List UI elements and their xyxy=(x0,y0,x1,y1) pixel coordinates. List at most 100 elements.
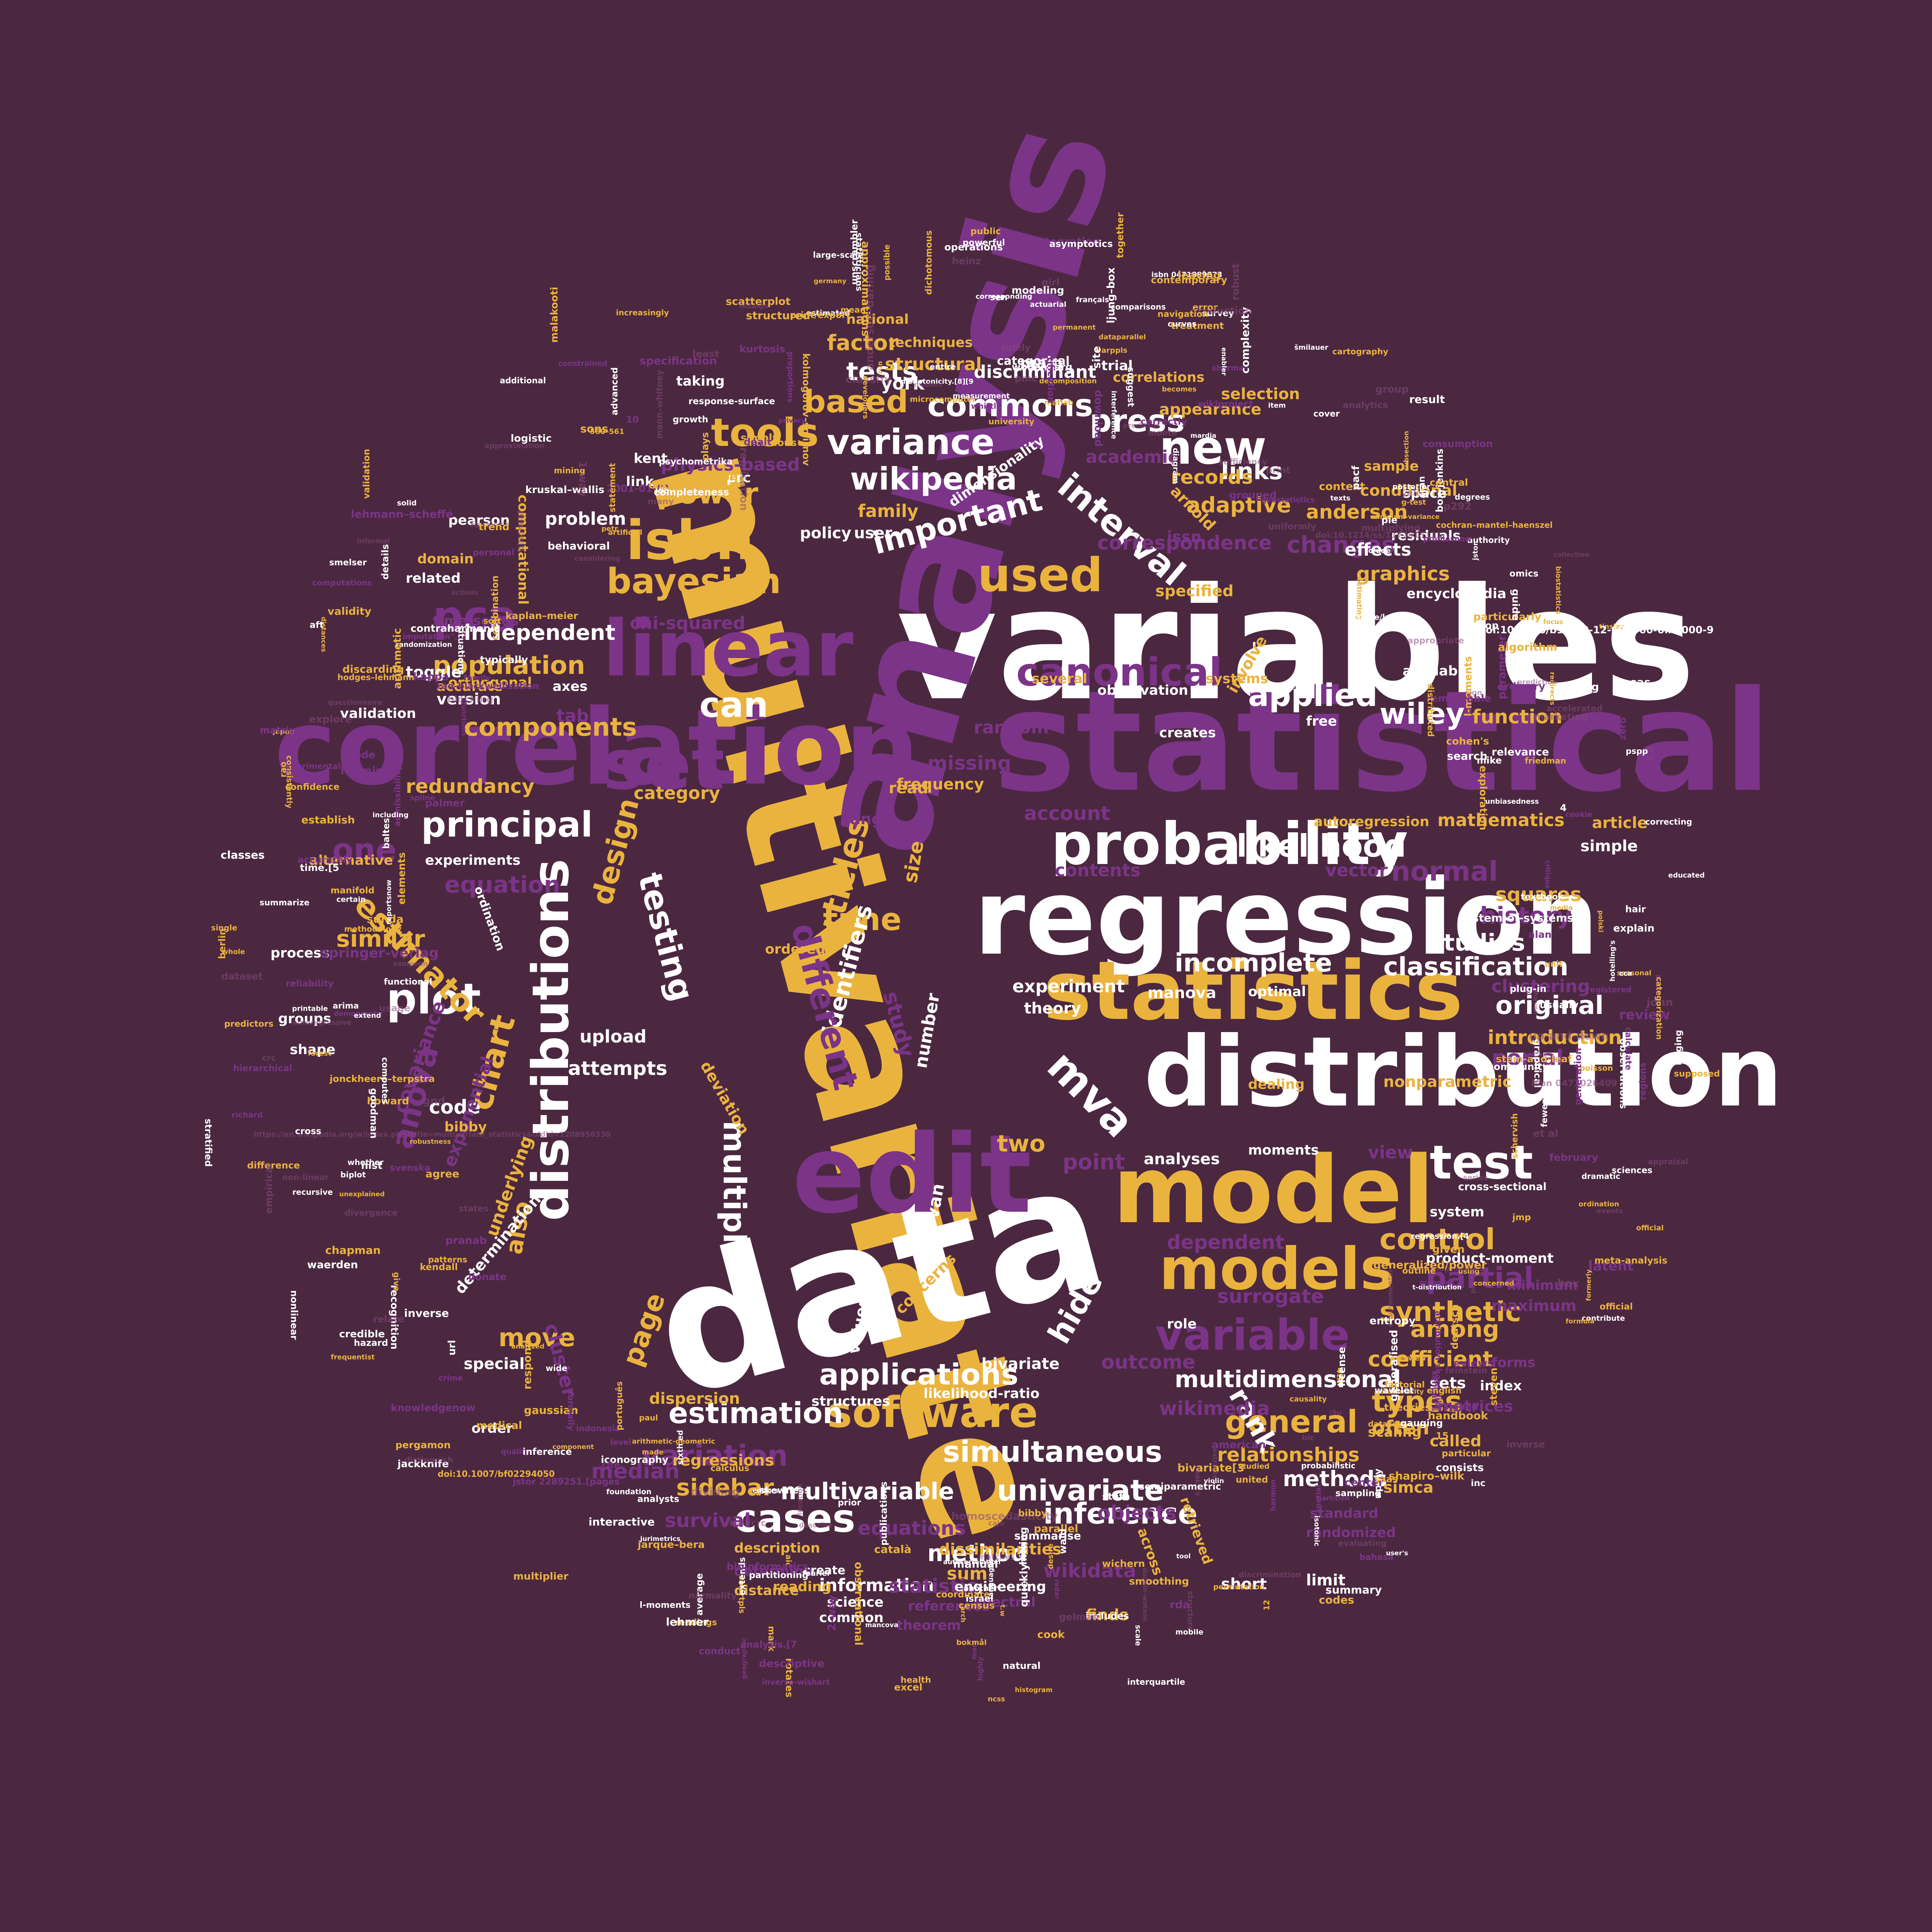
word-small: url xyxy=(446,1340,458,1356)
word-isbn: isbn xyxy=(626,509,754,572)
word-equation: equation xyxy=(444,871,561,898)
word-small: american xyxy=(1211,1439,1266,1451)
word-small: bibby xyxy=(1018,1508,1048,1519)
word-commons: commons xyxy=(927,388,1093,423)
word-small: doi:10.1214/ss/1177013111 xyxy=(1315,530,1442,540)
word-small: simply xyxy=(740,432,779,444)
word-small: cross-sectional xyxy=(1458,1181,1547,1193)
word-small: curves xyxy=(1167,319,1197,329)
word-changes: changes xyxy=(1287,531,1395,558)
word-small: medical xyxy=(476,1419,522,1432)
word-original: original xyxy=(1495,991,1604,1020)
word-small: hotelling's xyxy=(1609,940,1617,982)
word-systems: systems xyxy=(1206,671,1269,687)
word-small: languages xyxy=(987,1558,995,1599)
word-small: mobile xyxy=(1175,1628,1204,1637)
word-family: family xyxy=(858,501,919,521)
word-small: events xyxy=(1596,1207,1623,1216)
word-small: sampling xyxy=(1335,1488,1381,1498)
word-product-moment: product-moment xyxy=(1426,1251,1554,1266)
word-common: common xyxy=(819,1610,884,1626)
word-small: partition xyxy=(1317,1495,1350,1503)
word-small: codes xyxy=(1319,1594,1354,1607)
word-time: time xyxy=(823,901,902,937)
word-surrogate: surrogate xyxy=(1217,1285,1324,1308)
word-small: united xyxy=(1235,1475,1268,1485)
word-small: reliability xyxy=(286,979,334,989)
word-view: view xyxy=(1368,1142,1413,1163)
word-small: predictors xyxy=(224,1019,274,1029)
word-small: cajo xyxy=(988,1519,1004,1527)
word-small: media xyxy=(1550,904,1573,912)
word-distribution: distribution xyxy=(1144,1016,1783,1128)
word-small: sufficiency xyxy=(1218,457,1267,466)
word-small: consists xyxy=(1435,1461,1484,1474)
word-springer-verlag: springer-verlag xyxy=(321,946,439,961)
word-variation: variation xyxy=(641,1439,788,1473)
word-small: marketing xyxy=(1534,711,1588,723)
word-small: degrees xyxy=(1454,492,1490,502)
word-small: inverse xyxy=(1506,1439,1545,1450)
word-small: classify xyxy=(845,373,892,386)
word-structural: structural xyxy=(885,354,982,374)
word-categorical: categorical xyxy=(997,354,1070,368)
word-small: trend xyxy=(478,521,510,533)
word-special: special xyxy=(464,1355,525,1373)
word-small: cartography xyxy=(1332,347,1388,357)
word-determine: determine xyxy=(734,1564,813,1579)
word-inference: inference xyxy=(1043,1497,1198,1531)
word-small: excel xyxy=(894,1681,923,1693)
word-applications: applications xyxy=(819,1357,1019,1391)
word-groups: groups xyxy=(278,1011,332,1027)
word-small: isbn 0471026409 xyxy=(1531,1078,1617,1088)
word-order: order xyxy=(471,1421,513,1436)
word-small: kappa xyxy=(413,671,449,683)
word-small: profilesnow xyxy=(1423,534,1472,543)
word-small: smelser xyxy=(329,558,367,568)
word-small: ordinary xyxy=(1497,680,1546,692)
word-small: sunda xyxy=(366,912,404,925)
word-small: describe xyxy=(799,1521,833,1530)
word-small: crc xyxy=(262,1053,276,1063)
word-move: move xyxy=(498,1323,575,1352)
word-small: analytics xyxy=(1343,400,1388,410)
word-dissimilarities: dissimilarities xyxy=(939,1541,1061,1558)
word-category: category xyxy=(634,783,720,803)
word-small: accelerated xyxy=(1546,704,1603,714)
word-small: proportions xyxy=(786,352,796,403)
word-read: read xyxy=(889,779,929,797)
word-description: description xyxy=(734,1541,820,1556)
word-small: binomial xyxy=(516,510,526,552)
word-small: t-distribution xyxy=(1412,1283,1462,1291)
word-small: português xyxy=(615,1381,625,1430)
word-small: algorithm xyxy=(1498,640,1558,653)
word-small: functional xyxy=(384,977,432,987)
word-code: code xyxy=(429,1096,481,1118)
word-small: inverse xyxy=(404,1306,449,1320)
word-engineering: engineering xyxy=(954,1579,1046,1595)
word-small: confidence xyxy=(285,782,340,792)
word-factor: factor xyxy=(827,330,898,355)
word-small: focus xyxy=(1543,618,1563,626)
word-small: lehmann–scheffé xyxy=(351,507,453,520)
word-small: 5.0 xyxy=(1646,746,1656,762)
word-small: operations xyxy=(944,242,1003,253)
word-small: indonesia xyxy=(576,1423,621,1433)
word-small: cookie xyxy=(1565,810,1592,819)
word-small: solid xyxy=(397,498,417,507)
word-link: link xyxy=(626,474,654,490)
word-small: harmon xyxy=(1269,1479,1277,1511)
word-sets: sets xyxy=(1430,1374,1466,1392)
word-available: available xyxy=(1403,663,1472,679)
word-user: user xyxy=(854,524,893,542)
word-small: hazard xyxy=(354,1338,388,1348)
word-small: iconography xyxy=(601,1454,668,1465)
word-small: homoscedasticity xyxy=(951,1509,1058,1522)
word-variables: variables xyxy=(896,555,1696,735)
word-small: signed xyxy=(1443,1401,1478,1412)
word-limit: limit xyxy=(1306,1571,1345,1589)
word-trial: trial xyxy=(1101,358,1133,374)
word-outcome: outcome xyxy=(1101,1351,1196,1373)
word-models: models xyxy=(1159,1236,1395,1303)
word-simca: simca xyxy=(1383,1479,1434,1497)
